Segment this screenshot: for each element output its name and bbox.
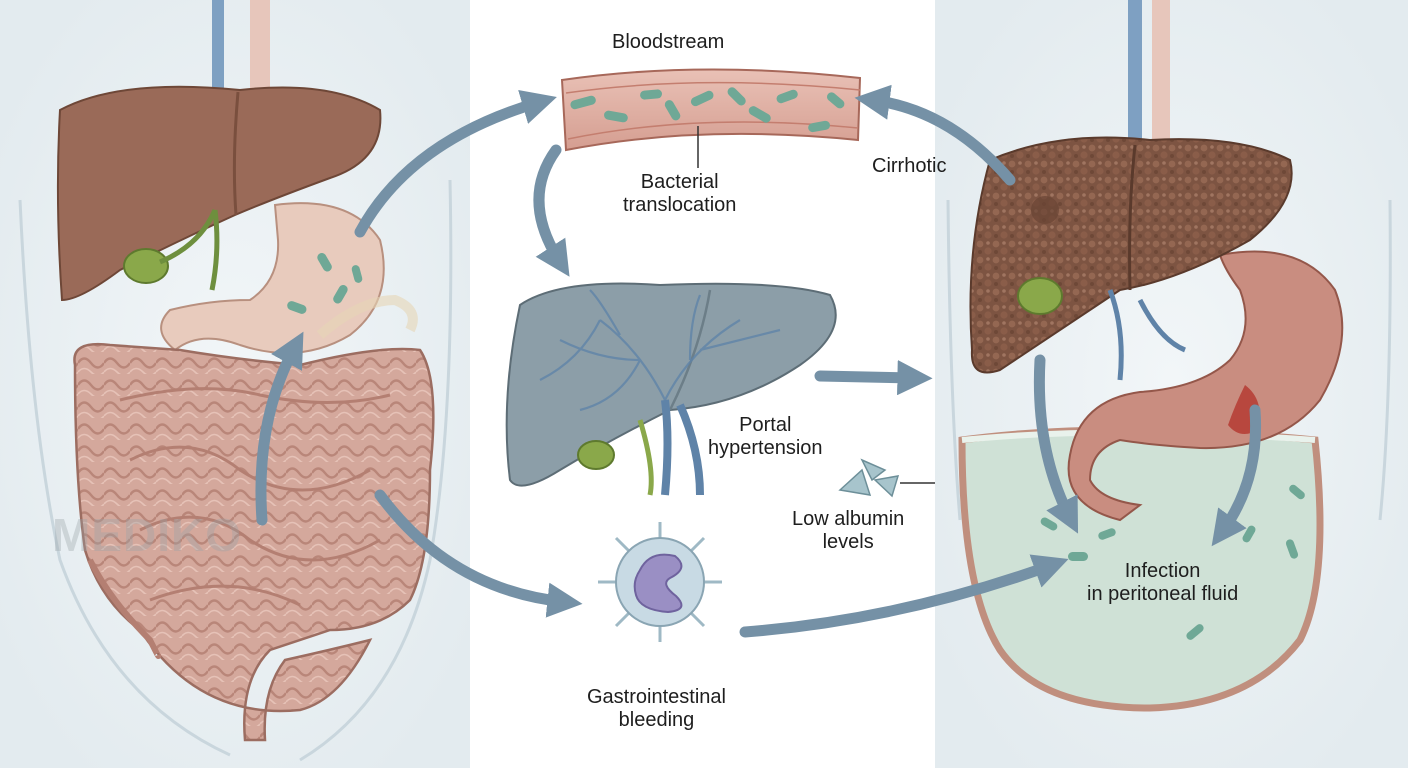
arrow-liver-to-infection xyxy=(1033,354,1079,534)
intestines xyxy=(73,342,435,742)
arrow-bloodstream-to-portal-liver xyxy=(533,144,570,277)
arrow-intestine-to-cell xyxy=(374,489,583,618)
arrow-stomach-to-infection xyxy=(1211,404,1262,547)
label-cirrhotic: Cirrhotic xyxy=(872,155,947,177)
label-bloodstream: Bloodstream xyxy=(612,31,725,53)
arrow-intestine-to-stomach xyxy=(255,331,304,526)
arrow-portal-to-cirrhotic xyxy=(814,360,933,396)
arrow-cell-to-infection xyxy=(739,554,1069,638)
portal-hypertension-liver xyxy=(505,282,837,496)
arrow-stomach-to-bloodstream xyxy=(354,90,557,238)
label-low-albumin: Low albumin levels xyxy=(792,508,905,553)
arrow-cirrhotic-to-bloodstream xyxy=(854,84,1016,186)
watermark: MEDIKO xyxy=(52,509,242,561)
cirrhotic-liver xyxy=(969,136,1293,381)
label-portal-hypertension: Portal hypertension xyxy=(708,414,823,459)
pathway-arrows xyxy=(255,84,1262,638)
label-gi-bleeding: Gastrointestinal bleeding xyxy=(587,686,726,731)
albumin-molecules xyxy=(838,458,990,498)
label-bacterial-translocation: Bacterial translocation xyxy=(623,171,737,216)
immune-cell xyxy=(598,522,722,642)
healthy-liver xyxy=(56,85,382,302)
label-infection: Infection in peritoneal fluid xyxy=(1087,560,1239,605)
bloodstream-vessel xyxy=(560,68,862,168)
left-stomach xyxy=(160,202,418,354)
